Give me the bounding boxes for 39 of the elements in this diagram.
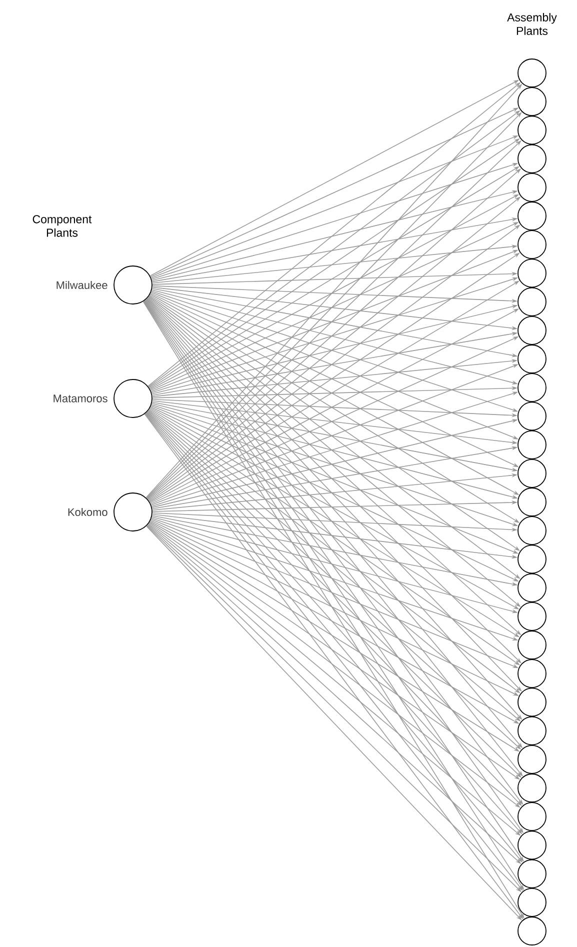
plant-circle	[518, 516, 546, 546]
plant-circle	[518, 688, 546, 717]
plant-circle	[518, 802, 546, 832]
plant-circle	[518, 87, 546, 116]
plant-circle	[518, 716, 546, 746]
plant-circle	[518, 402, 546, 431]
plant-circle	[518, 744, 546, 774]
plant-circle	[518, 230, 546, 260]
plant-label: Kokomo	[68, 508, 108, 516]
plant-circle	[114, 379, 152, 418]
plant-circle	[518, 458, 546, 488]
plant-circle	[518, 172, 546, 202]
plant-label: Matamoros	[54, 394, 108, 402]
heading: Assembly Plants	[507, 13, 557, 35]
plant-circle	[518, 916, 546, 946]
plant-circle	[518, 659, 546, 688]
plant-circle	[518, 344, 546, 374]
plant-circle	[518, 202, 546, 230]
plant-circle	[114, 266, 152, 304]
heading: Component Plants	[32, 215, 92, 237]
plant-circle	[518, 430, 546, 460]
plant-circle	[518, 888, 546, 917]
plant-circle	[518, 287, 546, 316]
plant-label: Milwaukee	[56, 280, 108, 290]
plant-circle	[114, 492, 152, 532]
plant-circle	[518, 316, 546, 345]
plant-circle	[518, 58, 546, 88]
plant-circle	[518, 373, 546, 402]
plant-circle	[518, 258, 546, 288]
plant-circle	[518, 488, 546, 516]
plant-circle	[518, 830, 546, 860]
plant-circle	[518, 630, 546, 660]
plant-circle	[518, 859, 546, 888]
plant-circle	[518, 602, 546, 631]
plant-circle	[518, 116, 546, 145]
plant-circle	[518, 144, 546, 174]
plant-circle	[518, 774, 546, 802]
plant-circle	[518, 544, 546, 574]
plant-circle	[518, 573, 546, 602]
